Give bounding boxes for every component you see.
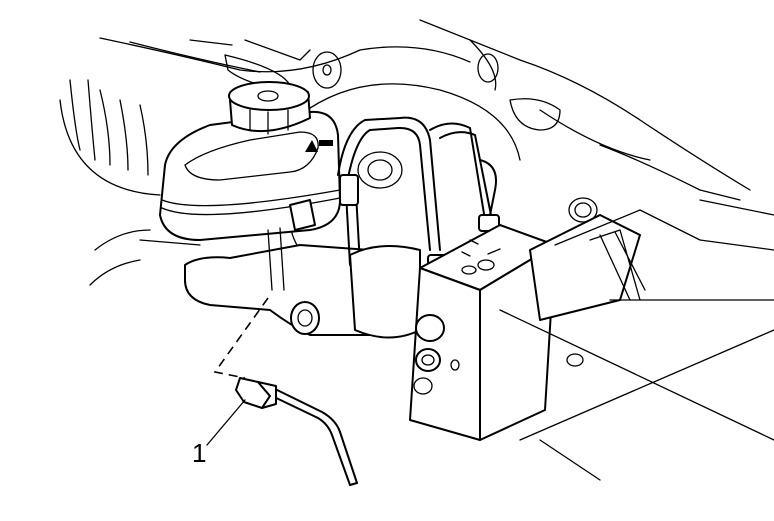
callout-1-label: 1 (192, 438, 207, 468)
reservoir-marking (305, 140, 333, 152)
callout-leader-line (206, 399, 246, 446)
reservoir-cap (228, 81, 311, 135)
right-structure (499, 197, 774, 481)
firewall-panel (99, 19, 751, 201)
master-cylinder (139, 199, 371, 336)
assembly-dashed-line (213, 297, 269, 379)
abs-modulator (349, 224, 556, 441)
left-ribs (59, 79, 161, 286)
brake-pipe-fitting (235, 377, 358, 486)
